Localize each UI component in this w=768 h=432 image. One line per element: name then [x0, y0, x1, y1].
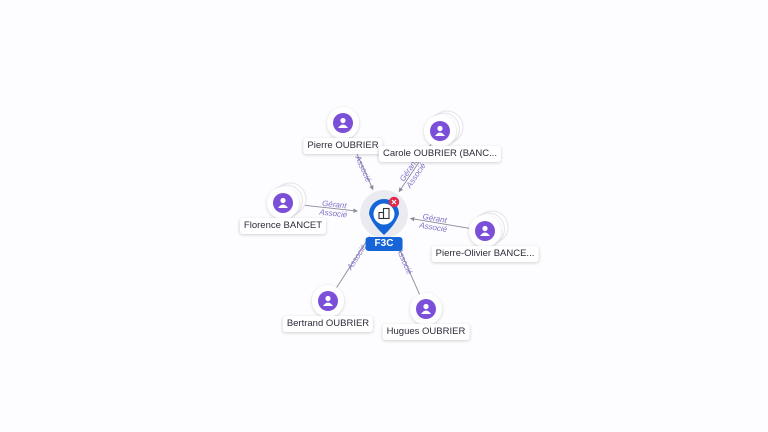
node-label[interactable]: Pierre-Olivier BANCE... — [431, 246, 539, 262]
edge-label: Gérant — [322, 199, 348, 211]
close-icon[interactable] — [388, 196, 400, 208]
node-label[interactable]: Pierre OUBRIER — [303, 138, 383, 154]
person-icon-head — [423, 303, 429, 310]
edge-bertrand — [336, 236, 370, 288]
center-node[interactable] — [360, 190, 408, 238]
person-icon — [278, 197, 288, 208]
edge-florence — [298, 204, 358, 213]
person-node[interactable] — [267, 182, 307, 219]
node-label[interactable]: Bertrand OUBRIER — [282, 316, 374, 332]
person-icon-head — [437, 125, 443, 132]
person-icon-body — [421, 310, 431, 314]
person-node[interactable] — [424, 110, 464, 147]
person-icon — [323, 295, 333, 306]
building-part — [382, 207, 390, 220]
person-icon-body — [278, 204, 288, 208]
person-icon-body — [338, 124, 348, 128]
center-node-label[interactable]: F3C — [365, 237, 403, 251]
node-label[interactable]: Carole OUBRIER (BANC... — [378, 146, 502, 162]
person-icon-body — [435, 132, 445, 136]
person-node[interactable] — [312, 285, 344, 317]
person-icon — [421, 303, 431, 314]
person-icon — [338, 117, 348, 128]
edge-label: Associé — [318, 207, 348, 219]
node-label[interactable]: Florence BANCET — [239, 218, 327, 234]
person-icon-head — [482, 225, 488, 232]
building-icon — [378, 207, 390, 220]
badge-x — [391, 199, 397, 205]
person-icon-head — [340, 117, 346, 124]
person-icon — [480, 225, 490, 236]
edge-label: Gérant — [422, 212, 448, 225]
person-icon-body — [480, 232, 490, 236]
edge-label: Associé — [353, 153, 373, 184]
node-label[interactable]: Hugues OUBRIER — [382, 324, 470, 340]
person-node[interactable] — [410, 293, 442, 325]
person-node[interactable] — [469, 210, 509, 247]
edge-pierre-olivier — [409, 216, 470, 229]
person-icon — [435, 125, 445, 136]
person-icon-head — [280, 197, 286, 204]
person-node[interactable] — [327, 107, 359, 139]
person-icon-head — [325, 295, 331, 302]
person-icon-body — [323, 302, 333, 306]
